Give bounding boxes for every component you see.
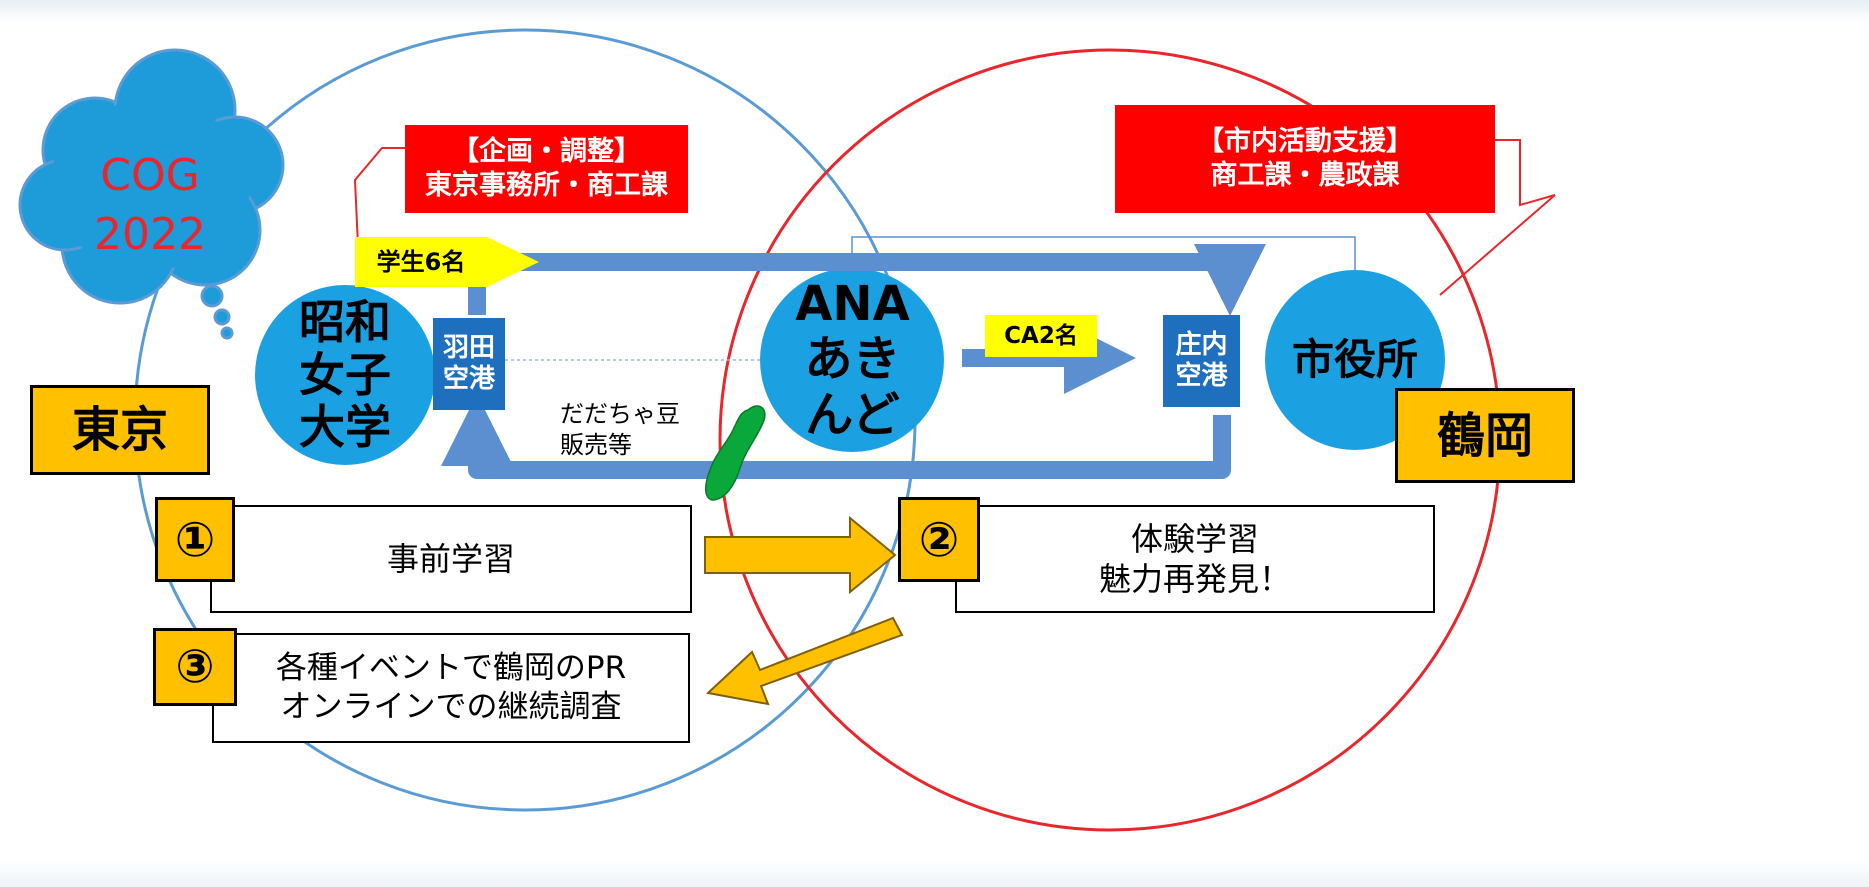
step1-description-box: 事前学習: [210, 505, 692, 613]
planning-box-line2: 東京事務所・商工課: [425, 170, 668, 201]
city-hall-node: 市役所: [1265, 325, 1445, 395]
shonai-airport-box: 庄内 空港: [1163, 315, 1240, 407]
city-hall-label: 市役所: [1291, 334, 1418, 384]
cog-label-line2: 2022: [94, 209, 206, 260]
university-line3: 大学: [299, 400, 391, 455]
dadacha-line2: 販売等: [560, 431, 632, 459]
tsuruoka-region-label: 鶴岡: [1395, 388, 1575, 483]
step2-number: ②: [918, 511, 960, 568]
step3-line2: オンラインでの継続調査: [280, 689, 622, 725]
ana-node-circle: [760, 268, 944, 452]
ca-tag-label: CA2名: [1004, 322, 1078, 349]
step2-description-box: 体験学習 魅力再発見！: [955, 505, 1435, 613]
step2-line2: 魅力再発見！: [1098, 560, 1291, 598]
step1-number: ①: [174, 511, 216, 568]
support-bracket-line: [1439, 139, 1556, 296]
haneda-airport-box: 羽田 空港: [433, 318, 505, 410]
shonai-line2: 空港: [1175, 361, 1228, 391]
shonai-line1: 庄内: [1175, 329, 1228, 360]
support-box-line1: 【市内活動支援】: [1197, 126, 1413, 158]
cabin-attendants-tag: CA2名: [985, 315, 1097, 357]
outbound-flow-arrow: [468, 244, 1266, 316]
step2-line1: 体験学習: [1130, 520, 1259, 558]
tokyo-region-label: 東京: [30, 385, 210, 475]
students-tag-point: [487, 237, 539, 287]
students-tag-label: 学生6名: [376, 248, 466, 276]
planning-box-line1: 【企画・調整】: [452, 136, 641, 168]
university-node-circle: [255, 285, 435, 465]
university-line2: 女子: [299, 347, 391, 402]
university-line1: 昭和: [299, 294, 391, 349]
haneda-line1: 羽田: [442, 332, 495, 363]
support-box-line2: 商工課・農政課: [1210, 160, 1400, 191]
cog-2022-label: COG 2022: [75, 145, 225, 265]
planning-coordination-box: 【企画・調整】 東京事務所・商工課: [405, 125, 688, 213]
students-six-tag: 学生6名: [355, 237, 487, 287]
step2-number-badge: ②: [898, 497, 980, 582]
haneda-line2: 空港: [442, 364, 495, 394]
step3-line1: 各種イベントで鶴岡のPR: [275, 650, 627, 687]
ana-line3: んど: [805, 386, 900, 443]
step1-number-badge: ①: [155, 497, 235, 582]
step3-number: ③: [175, 639, 215, 694]
step1-line1: 事前学習: [386, 540, 515, 578]
step2-to-step3-arrow: [705, 616, 904, 706]
step3-number-badge: ③: [153, 628, 237, 706]
ana-akindo-node: ANA あき んど: [775, 270, 930, 450]
cog-cloud-shape: [18, 48, 285, 340]
planning-bracket-line: [353, 147, 405, 291]
step3-description-box: 各種イベントで鶴岡のPR オンラインでの継続調査: [212, 633, 690, 743]
tsuruoka-label-text: 鶴岡: [1436, 407, 1533, 464]
cog-label-line1: COG: [100, 149, 200, 201]
tsuruoka-map-silhouette: [705, 405, 766, 501]
tokyo-label-text: 東京: [71, 402, 168, 458]
ana-line1: ANA: [795, 276, 910, 333]
return-flow-arrow: [441, 394, 1231, 479]
ana-line2: あき: [804, 331, 901, 388]
dadacha-line1: だだちゃ豆: [560, 399, 680, 428]
showa-womens-university-node: 昭和 女子 大学: [270, 290, 420, 460]
dadacha-beans-sales-note: だだちゃ豆 販売等: [560, 395, 700, 465]
city-activity-support-box: 【市内活動支援】 商工課・農政課: [1115, 105, 1495, 213]
step1-to-step2-arrow: [704, 515, 897, 595]
thin-connector-line: [851, 236, 1356, 270]
